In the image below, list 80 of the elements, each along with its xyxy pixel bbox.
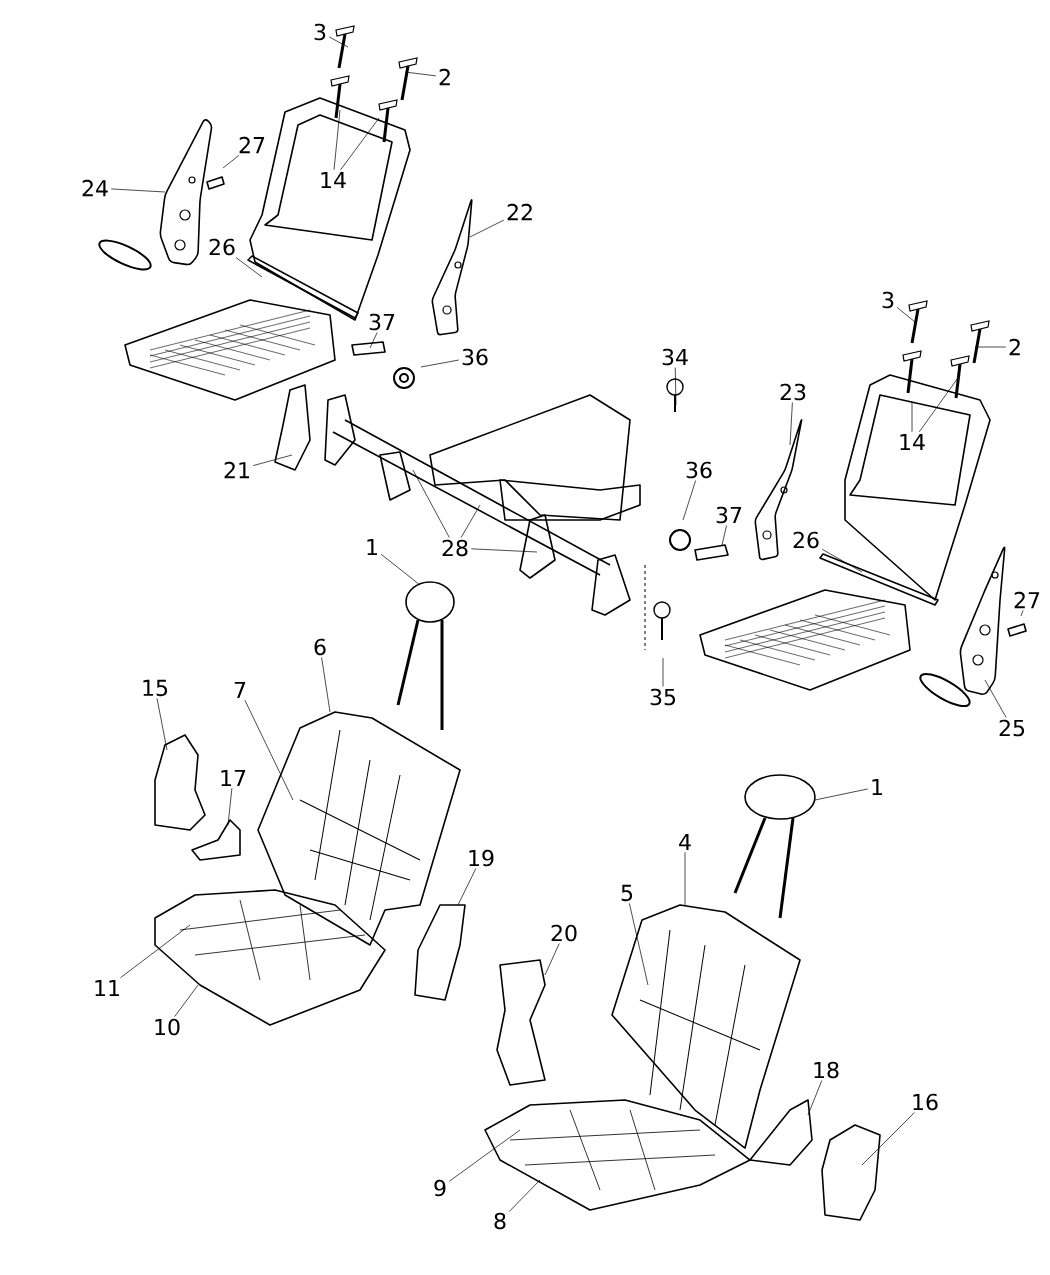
leader-line: [321, 657, 331, 713]
callout-number: 28: [442, 539, 468, 557]
leader-line: [470, 548, 538, 553]
leader-line: [721, 525, 727, 546]
leader-line: [244, 699, 294, 801]
callout-number: 5: [621, 884, 633, 902]
callout-number: 16: [913, 1093, 938, 1111]
leader-line: [629, 903, 649, 986]
leader-line: [896, 307, 916, 323]
leader-line: [974, 346, 1007, 348]
leader-line: [1020, 610, 1024, 617]
callout-number: 14: [900, 434, 925, 451]
callout-number: 2: [439, 68, 450, 86]
callout-number: 7: [234, 682, 246, 699]
callout-number: 34: [662, 348, 688, 366]
leader-line: [227, 787, 233, 826]
callout-number: 3: [314, 23, 326, 41]
callout-number: 11: [95, 980, 119, 997]
callout-number: 36: [462, 348, 488, 366]
leader-line: [789, 402, 793, 446]
leader-line: [333, 109, 341, 171]
leader-line: [369, 332, 378, 349]
callout-number: 14: [321, 172, 346, 188]
leader-line: [682, 480, 696, 521]
callout-number: 25: [999, 719, 1025, 737]
callout-number: 22: [507, 203, 532, 221]
leader-line: [235, 257, 263, 278]
callout-number: 19: [469, 849, 494, 867]
callout-number: 27: [1014, 591, 1040, 609]
leader-line: [460, 504, 481, 538]
leader-line: [448, 1129, 521, 1182]
leader-line: [508, 1179, 541, 1212]
callout-number: 21: [224, 461, 249, 479]
callout-number: 18: [814, 1061, 839, 1079]
callout-number: 20: [551, 924, 577, 942]
callout-number: 6: [314, 638, 326, 656]
leader-line: [984, 679, 1007, 718]
leader-line: [919, 374, 961, 433]
leader-line: [156, 698, 168, 751]
leader-line: [861, 1112, 915, 1166]
callout-number: 2: [1009, 338, 1020, 356]
leader-line: [412, 469, 450, 538]
leader-line: [380, 553, 421, 586]
leader-line: [469, 219, 505, 238]
leader-line: [662, 657, 664, 687]
callout-number: 1: [872, 779, 882, 796]
callout-number: 3: [882, 291, 894, 309]
leader-line: [821, 548, 863, 573]
leader-line: [544, 943, 560, 976]
callout-number: 10: [155, 1018, 180, 1036]
leader-line: [120, 924, 191, 979]
leader-line: [340, 117, 380, 171]
leader-line: [684, 851, 686, 906]
leader-line: [328, 36, 349, 48]
callout-number: 8: [494, 1212, 506, 1230]
callout-number: 26: [209, 238, 235, 256]
leader-line: [404, 71, 437, 77]
leader-line: [457, 868, 477, 906]
callout-number: 36: [686, 461, 712, 479]
callout-number: 24: [82, 179, 108, 197]
callout-number: 17: [221, 770, 246, 787]
leader-line: [252, 454, 293, 466]
leader-line: [911, 401, 913, 433]
leader-line: [807, 1080, 823, 1116]
callout-number: 26: [793, 531, 819, 549]
callout-number: 23: [780, 383, 806, 401]
leader-line: [674, 367, 677, 406]
callout-number: 15: [143, 679, 168, 697]
callout-number: 4: [679, 834, 691, 851]
callout-number: 9: [434, 1179, 446, 1197]
leader-line: [110, 188, 166, 193]
callout-number: 35: [650, 688, 676, 706]
callout-number: 37: [716, 506, 742, 524]
leader-line: [222, 155, 240, 169]
callout-number: 27: [239, 136, 265, 154]
leader-line: [420, 359, 460, 368]
callout-number: 1: [367, 539, 377, 556]
leader-line: [174, 984, 199, 1017]
leader-line: [814, 788, 869, 801]
callout-number: 37: [369, 313, 395, 331]
